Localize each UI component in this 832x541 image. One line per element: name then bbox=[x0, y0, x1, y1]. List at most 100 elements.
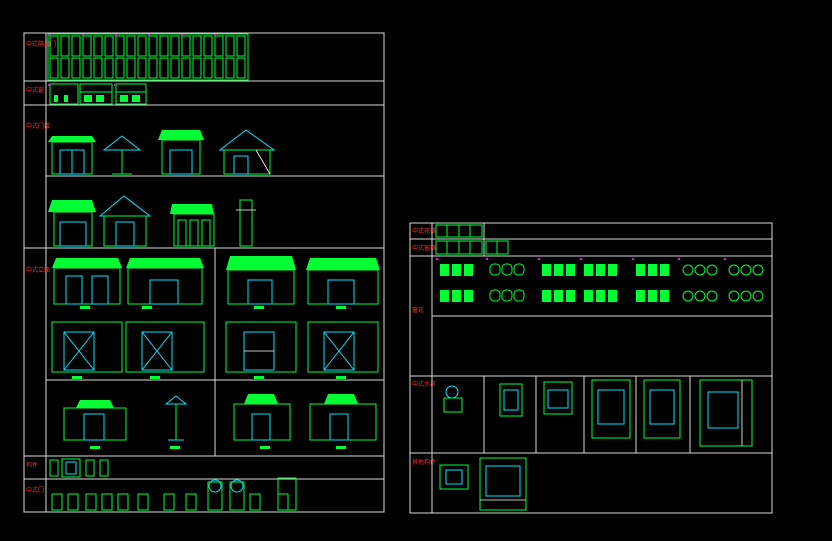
door-panel bbox=[214, 35, 224, 57]
door-strip bbox=[51, 477, 297, 511]
detail-drawing-group bbox=[443, 376, 753, 453]
door-panel bbox=[225, 35, 235, 57]
left-sheet: 中式隔扇门 中式窗 中式门楼 中式立面 构件 中式门 bbox=[23, 32, 385, 513]
row-label-facades: 中式立面 bbox=[26, 266, 50, 274]
arch-top bbox=[230, 479, 244, 493]
window-rosette-grid bbox=[436, 258, 764, 302]
round-window bbox=[682, 264, 694, 276]
door-panel bbox=[236, 35, 246, 57]
header-thumbnail-grid bbox=[435, 224, 509, 255]
row-label-header-b: 中式窗格 bbox=[412, 244, 436, 252]
round-window bbox=[752, 290, 764, 302]
lattice-window bbox=[636, 264, 645, 276]
door-panel bbox=[126, 35, 136, 57]
misc-drawing-group bbox=[439, 457, 527, 511]
row-label-misc: 其他构件 bbox=[412, 458, 436, 466]
door-panel bbox=[49, 57, 59, 79]
lattice-window bbox=[584, 290, 593, 302]
door-panel bbox=[225, 57, 235, 79]
door-panel bbox=[170, 57, 180, 79]
door-elevation bbox=[207, 481, 223, 511]
door-elevation bbox=[277, 477, 297, 511]
lattice-window bbox=[452, 290, 461, 302]
door-panel bbox=[236, 57, 246, 79]
door-panel bbox=[60, 57, 70, 79]
door-panel bbox=[71, 35, 81, 57]
oval-window bbox=[489, 263, 501, 276]
row-label-details: 中式大样 bbox=[412, 380, 436, 388]
lattice-window bbox=[660, 264, 669, 276]
lattice-window bbox=[452, 264, 461, 276]
marker bbox=[724, 258, 726, 260]
door-elevation bbox=[67, 493, 79, 511]
lattice-window bbox=[440, 264, 449, 276]
gate-elevation-group-2 bbox=[48, 195, 256, 247]
oval-window bbox=[513, 289, 525, 302]
door-panel bbox=[159, 35, 169, 57]
marker bbox=[148, 34, 150, 36]
lattice-window bbox=[464, 264, 473, 276]
door-panel bbox=[203, 35, 213, 57]
door-elevation bbox=[117, 493, 129, 511]
round-window bbox=[740, 264, 752, 276]
marker bbox=[678, 258, 680, 260]
door-panel bbox=[82, 35, 92, 57]
lattice-window bbox=[608, 290, 617, 302]
row-label-doors: 中式门 bbox=[26, 486, 44, 494]
door-elevation bbox=[51, 493, 63, 511]
lattice-window bbox=[648, 264, 657, 276]
door-panel bbox=[115, 57, 125, 79]
door-panel bbox=[192, 35, 202, 57]
lattice-window bbox=[566, 290, 575, 302]
facade-group bbox=[51, 256, 380, 449]
door-elevation bbox=[249, 493, 261, 511]
door-elevation bbox=[277, 493, 289, 511]
lattice-window bbox=[542, 264, 551, 276]
left-sheet-frame bbox=[23, 32, 385, 513]
lattice-window bbox=[596, 290, 605, 302]
lattice-window bbox=[608, 264, 617, 276]
door-elevation bbox=[101, 493, 113, 511]
door-panel bbox=[115, 35, 125, 57]
door-panel bbox=[148, 57, 158, 79]
marker bbox=[82, 34, 84, 36]
lattice-window bbox=[464, 290, 473, 302]
door-elevation bbox=[85, 493, 97, 511]
round-window bbox=[706, 290, 718, 302]
door-panel bbox=[170, 35, 180, 57]
door-panel bbox=[214, 57, 224, 79]
small-ornament-strip bbox=[49, 458, 109, 478]
door-panel bbox=[137, 57, 147, 79]
oval-window bbox=[501, 289, 513, 302]
round-window bbox=[728, 264, 740, 276]
lattice-window bbox=[440, 290, 449, 302]
row-label-door-panels: 中式隔扇门 bbox=[26, 40, 56, 48]
round-window bbox=[706, 264, 718, 276]
door-panel bbox=[82, 57, 92, 79]
door-panel bbox=[148, 35, 158, 57]
marker bbox=[214, 34, 216, 36]
door-panel bbox=[137, 35, 147, 57]
oval-window bbox=[489, 289, 501, 302]
oval-window bbox=[513, 263, 525, 276]
round-window bbox=[694, 290, 706, 302]
marker bbox=[486, 258, 488, 260]
lattice-window bbox=[584, 264, 593, 276]
marker bbox=[538, 258, 540, 260]
door-panel-strip bbox=[47, 33, 249, 81]
row-label-windows: 窗花 bbox=[412, 306, 424, 314]
right-sheet-frame bbox=[409, 222, 773, 514]
door-elevation bbox=[229, 481, 245, 511]
lattice-window bbox=[566, 264, 575, 276]
marker bbox=[49, 34, 51, 36]
round-window bbox=[694, 264, 706, 276]
round-window bbox=[752, 264, 764, 276]
round-window bbox=[682, 290, 694, 302]
door-panel bbox=[181, 57, 191, 79]
door-panel bbox=[71, 57, 81, 79]
window-panel-strip bbox=[48, 83, 147, 105]
lattice-window bbox=[554, 264, 563, 276]
door-elevation bbox=[163, 493, 175, 511]
row-label-gate-elevations: 中式门楼 bbox=[26, 122, 50, 130]
